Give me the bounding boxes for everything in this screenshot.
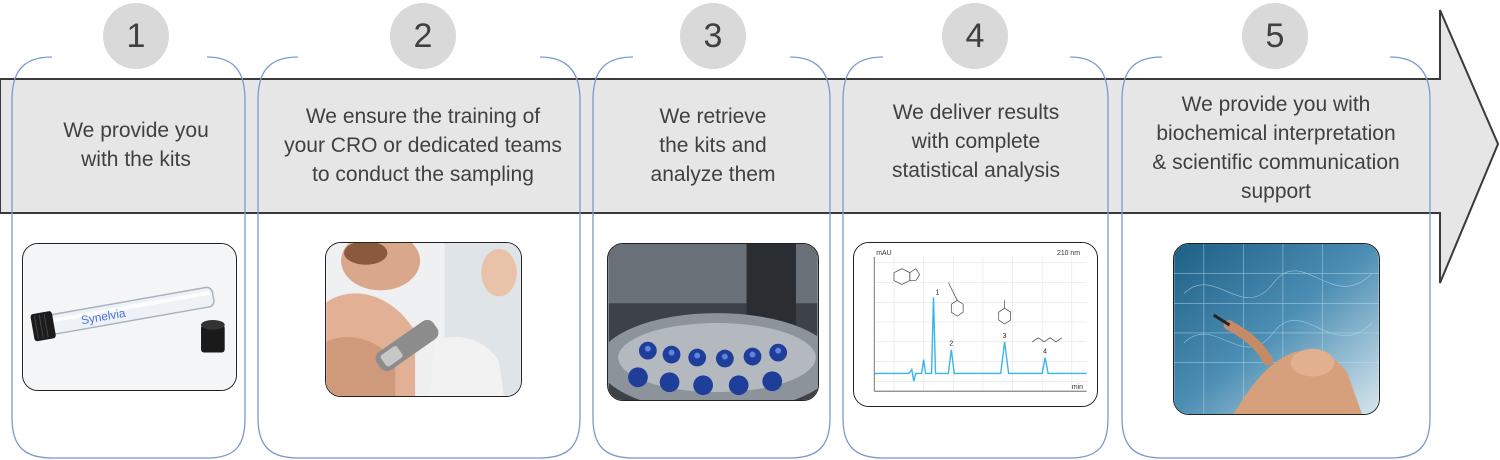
skin-sampling-icon <box>326 243 521 396</box>
step-image-1: Synelvia <box>22 243 237 391</box>
chart-x-unit: min <box>1072 384 1083 391</box>
step-text-4: We deliver results with complete statist… <box>848 82 1104 200</box>
step-text-2: We ensure the training of your CRO or de… <box>262 86 584 204</box>
step-number-2: 2 <box>390 3 456 69</box>
step-text-1: We provide you with the kits <box>20 86 252 204</box>
step-text-5: We provide you with biochemical interpre… <box>1124 86 1428 210</box>
chart-y-unit: mAU <box>876 250 891 257</box>
step-image-2 <box>325 242 522 397</box>
peak-label-4: 4 <box>1043 349 1047 356</box>
sample-kit-tube-icon: Synelvia <box>23 244 236 390</box>
peak-label-3: 3 <box>1003 333 1007 340</box>
step-image-4: mAU 210 nm min 1 2 3 4 <box>853 242 1098 407</box>
step-image-3 <box>607 243 819 401</box>
autosampler-vials-icon <box>608 244 818 400</box>
peak-label-1: 1 <box>935 289 939 296</box>
step-image-5 <box>1173 243 1380 415</box>
step-number-3: 3 <box>680 3 746 69</box>
step-number-5: 5 <box>1242 3 1308 69</box>
step-number-4: 4 <box>942 3 1008 69</box>
chromatogram-icon: mAU 210 nm min 1 2 3 4 <box>854 243 1097 406</box>
peak-label-2: 2 <box>949 341 953 348</box>
step-text-3: We retrieve the kits and analyze them <box>598 86 828 204</box>
scientist-hand-formulas-icon <box>1174 244 1379 414</box>
step-number-1: 1 <box>103 3 169 69</box>
chart-wavelength: 210 nm <box>1057 250 1080 257</box>
